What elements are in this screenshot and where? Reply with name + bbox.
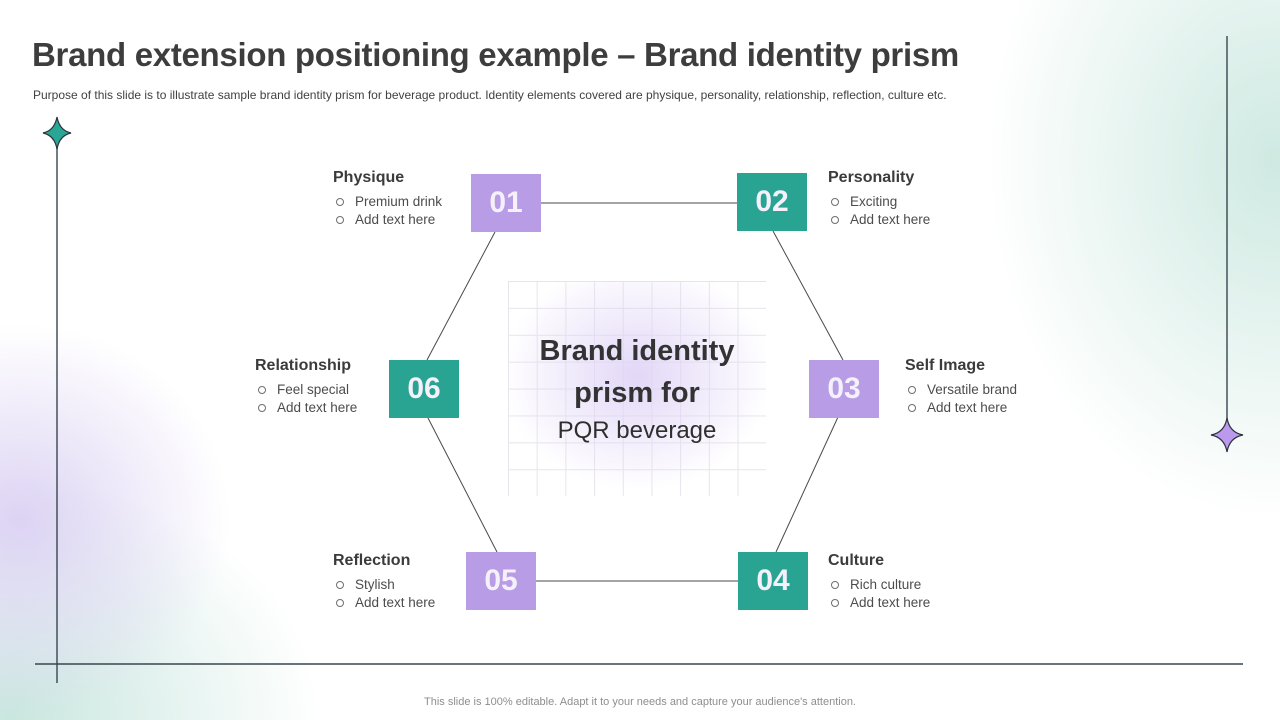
node-self-image-text: Self Image Versatile brand Add text here: [905, 357, 1115, 417]
bullet-text: Add text here: [850, 212, 931, 227]
node-01-number-box: 01: [471, 174, 541, 232]
circle-bullet-icon: [336, 216, 344, 224]
center-subheading: PQR beverage: [557, 417, 717, 444]
node-04-number-box: 04: [738, 552, 808, 610]
bullet-text: Add text here: [850, 595, 931, 610]
node-title: Physique: [333, 169, 405, 186]
circle-bullet-icon: [908, 404, 916, 412]
node-06-number-box: 06: [389, 360, 459, 418]
circle-bullet-icon: [908, 386, 916, 394]
bullet-item: Add text here: [828, 594, 1038, 612]
bullet-text: Feel special: [277, 382, 350, 397]
bullet-text: Add text here: [355, 212, 436, 227]
bullet-text: Premium drink: [355, 194, 443, 209]
bullet-item: Add text here: [333, 211, 543, 229]
center-heading: Brand identity prism for: [539, 335, 735, 409]
circle-bullet-icon: [831, 198, 839, 206]
bullet-text: Rich culture: [850, 577, 922, 592]
bullet-item: Exciting: [828, 193, 1038, 211]
bullet-text: Versatile brand: [927, 382, 1018, 397]
node-culture-text: Culture Rich culture Add text here: [828, 552, 1038, 612]
slide-subtitle: Purpose of this slide is to illustrate s…: [33, 88, 947, 102]
node-personality-text: Personality Exciting Add text here: [828, 169, 1038, 229]
bullet-text: Stylish: [355, 577, 395, 592]
bullet-text: Exciting: [850, 194, 898, 209]
node-title: Self Image: [905, 357, 986, 374]
node-title: Relationship: [255, 357, 352, 374]
sparkle-star-icon: [1210, 417, 1244, 453]
slide-footer: This slide is 100% editable. Adapt it to…: [424, 696, 856, 708]
bullet-text: Add text here: [355, 595, 436, 610]
node-05-number-box: 05: [466, 552, 536, 610]
circle-bullet-icon: [831, 581, 839, 589]
circle-bullet-icon: [258, 386, 266, 394]
bullet-item: Rich culture: [828, 576, 1038, 594]
node-relationship-text: Relationship Feel special Add text here: [255, 357, 465, 417]
bullet-item: Add text here: [905, 399, 1115, 417]
node-physique-text: Physique Premium drink Add text here: [333, 169, 543, 229]
node-reflection-text: Reflection Stylish Add text here: [333, 552, 543, 612]
center-grid-background: [508, 281, 766, 496]
bullet-item: Premium drink: [333, 193, 543, 211]
sparkle-star-icon: [42, 116, 72, 150]
bullet-item: Feel special: [255, 381, 465, 399]
circle-bullet-icon: [336, 599, 344, 607]
bullet-item: Add text here: [828, 211, 1038, 229]
circle-bullet-icon: [831, 216, 839, 224]
circle-bullet-icon: [336, 198, 344, 206]
node-title: Personality: [828, 169, 915, 186]
bullet-item: Stylish: [333, 576, 543, 594]
bullet-item: Versatile brand: [905, 381, 1115, 399]
bullet-item: Add text here: [255, 399, 465, 417]
node-02-number-box: 02: [737, 173, 807, 231]
bullet-text: Add text here: [927, 400, 1008, 415]
node-03-number-box: 03: [809, 360, 879, 418]
bullet-text: Add text here: [277, 400, 358, 415]
circle-bullet-icon: [258, 404, 266, 412]
page-title: Brand extension positioning example – Br…: [32, 36, 959, 73]
circle-bullet-icon: [336, 581, 344, 589]
node-title: Culture: [828, 552, 884, 569]
node-title: Reflection: [333, 552, 411, 569]
center-text-block: Brand identity prism for PQR beverage: [503, 330, 771, 448]
bullet-item: Add text here: [333, 594, 543, 612]
circle-bullet-icon: [831, 599, 839, 607]
